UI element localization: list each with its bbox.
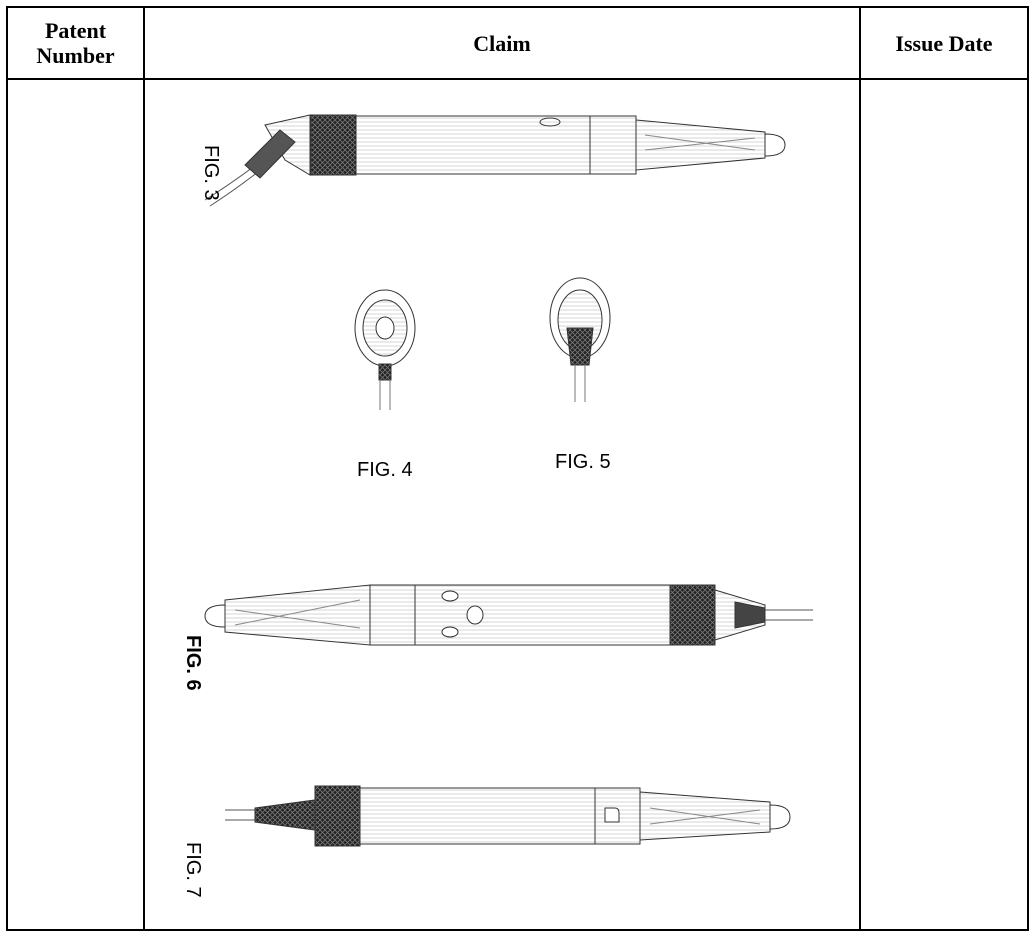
header-claim: Claim — [143, 6, 861, 80]
claim-figures-cell: FIG. 3 FIG. 4 FIG. 5 FIG. 6 FIG. 7 — [143, 78, 861, 931]
fig7-drawing — [225, 785, 791, 847]
header-issue-date-label: Issue Date — [895, 30, 993, 56]
patent-claim-table: Patent Number Claim Issue Date — [6, 6, 1029, 931]
fig4-label: FIG. 4 — [357, 459, 413, 481]
fig4-drawing — [354, 289, 416, 410]
fig6-drawing — [204, 584, 813, 646]
header-patent-number: Patent Number — [6, 6, 145, 80]
fig3-label: FIG. 3 — [200, 145, 222, 201]
body-row: FIG. 3 FIG. 4 FIG. 5 FIG. 6 FIG. 7 — [6, 78, 1029, 931]
header-claim-label: Claim — [473, 30, 531, 56]
fig5-label: FIG. 5 — [555, 451, 611, 473]
fig6-label: FIG. 6 — [182, 635, 204, 691]
fig7-label: FIG. 7 — [182, 842, 204, 898]
design-drawings: FIG. 3 FIG. 4 FIG. 5 FIG. 6 FIG. 7 — [182, 114, 813, 898]
fig3-drawing — [204, 114, 786, 207]
header-patent-number-label: Patent Number — [36, 18, 115, 68]
patent-number-cell — [6, 78, 145, 931]
header-row: Patent Number Claim Issue Date — [6, 6, 1029, 80]
header-issue-date: Issue Date — [859, 6, 1029, 80]
fig5-drawing — [549, 277, 611, 402]
issue-date-cell — [859, 78, 1029, 931]
